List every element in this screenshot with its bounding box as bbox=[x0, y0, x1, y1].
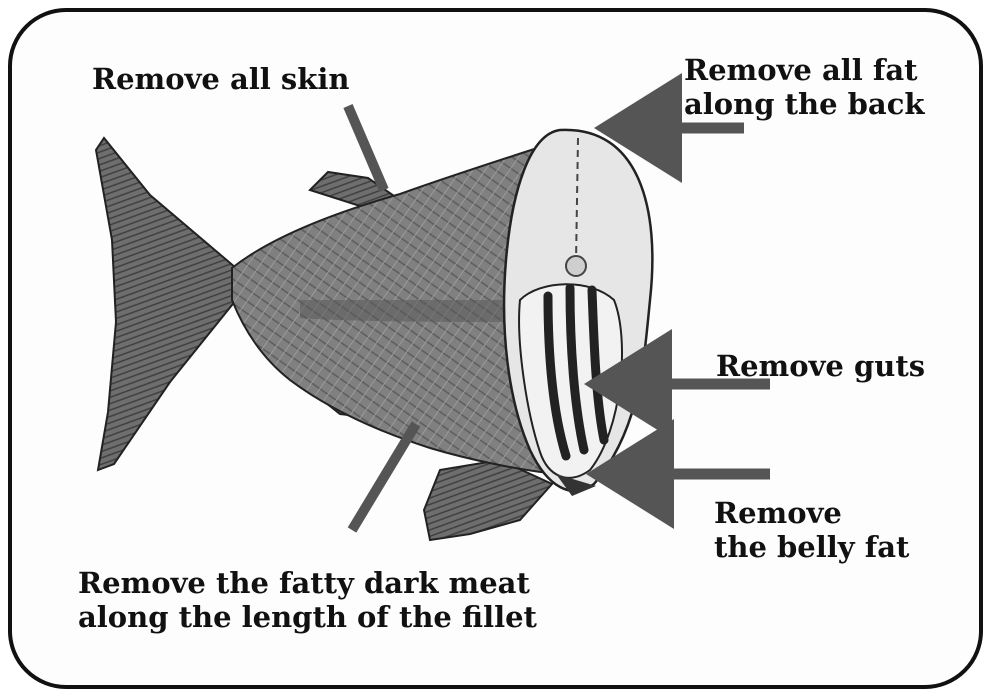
label-remove-skin: Remove all skin bbox=[92, 62, 349, 96]
arrow-dark-meat bbox=[352, 424, 416, 530]
pelvic-fin bbox=[424, 460, 552, 540]
label-remove-back-fat: Remove all fat along the back bbox=[684, 53, 924, 121]
label-remove-guts: Remove guts bbox=[716, 349, 925, 383]
tail-fin bbox=[96, 138, 236, 470]
label-remove-belly-fat: Remove the belly fat bbox=[714, 496, 909, 564]
spine-vertebra bbox=[566, 256, 586, 276]
dark-meat-band bbox=[300, 300, 520, 322]
label-remove-dark-meat: Remove the fatty dark meat along the len… bbox=[78, 566, 537, 634]
